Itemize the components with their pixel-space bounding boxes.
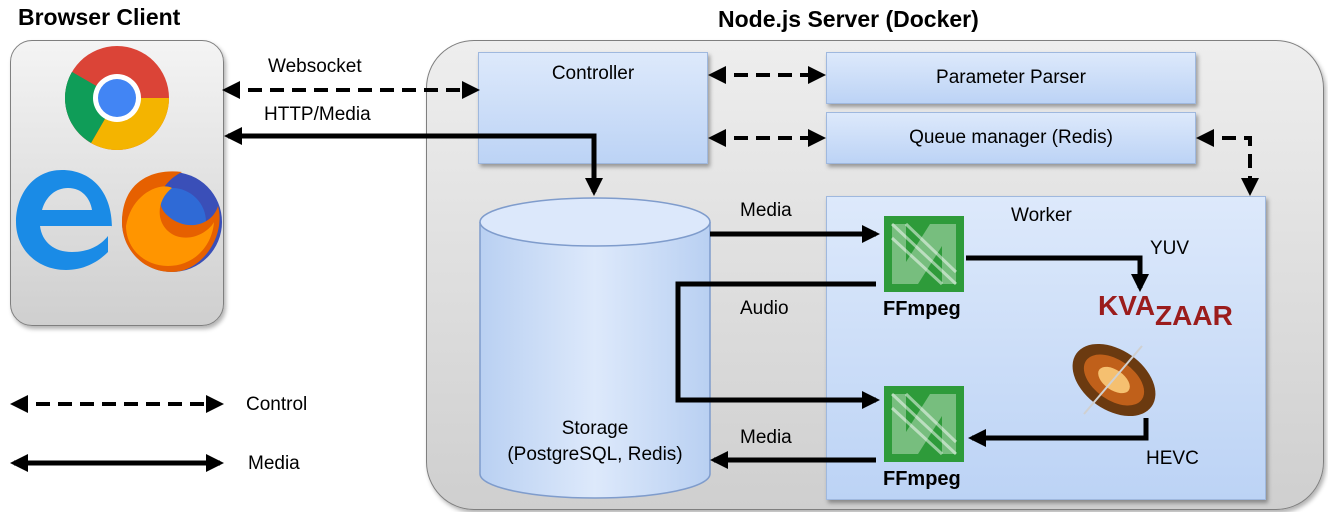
legend-media-label: Media xyxy=(248,453,300,474)
kvazaar-logo-part1: KVA xyxy=(1098,290,1156,321)
queue-manager-label: Queue manager (Redis) xyxy=(909,127,1113,148)
audio-label: Audio xyxy=(740,298,789,319)
edge-icon xyxy=(16,170,112,270)
parameter-parser-box: Parameter Parser xyxy=(826,52,1196,104)
ffmpeg-bottom-label: FFmpeg xyxy=(883,468,961,490)
chrome-icon xyxy=(65,46,169,150)
queue-manager-box: Queue manager (Redis) xyxy=(826,112,1196,164)
server-title: Node.js Server (Docker) xyxy=(718,6,979,32)
yuv-arrow xyxy=(966,255,1149,292)
parameter-parser-label: Parameter Parser xyxy=(936,67,1086,88)
worker-label: Worker xyxy=(1011,205,1072,226)
hevc-arrow xyxy=(968,418,1149,447)
browser-client-title: Browser Client xyxy=(18,4,181,30)
storage-sublabel: (PostgreSQL, Redis) xyxy=(507,444,683,465)
storage-label: Storage xyxy=(561,418,629,439)
audio-arrow xyxy=(675,281,880,409)
yuv-label: YUV xyxy=(1150,238,1190,259)
kvazaar-logo-part2: ZAAR xyxy=(1155,300,1233,331)
firefox-icon xyxy=(122,171,222,272)
ffmpeg-icon xyxy=(884,386,964,462)
hevc-label: HEVC xyxy=(1146,448,1199,469)
kvazaar-logo: KVAZAAR xyxy=(1098,290,1233,331)
media-in-label: Media xyxy=(740,200,792,221)
media-out-label: Media xyxy=(740,427,792,448)
http-media-label: HTTP/Media xyxy=(264,104,371,125)
legend-control-label: Control xyxy=(246,394,308,415)
controller-label: Controller xyxy=(551,63,635,84)
ffmpeg-icon xyxy=(884,216,964,292)
http-media-arrow xyxy=(224,127,603,196)
websocket-label: Websocket xyxy=(268,56,362,77)
queue-worker-arrow xyxy=(1196,129,1259,196)
hevc-icon xyxy=(1072,343,1156,417)
ffmpeg-top-label: FFmpeg xyxy=(883,298,961,320)
